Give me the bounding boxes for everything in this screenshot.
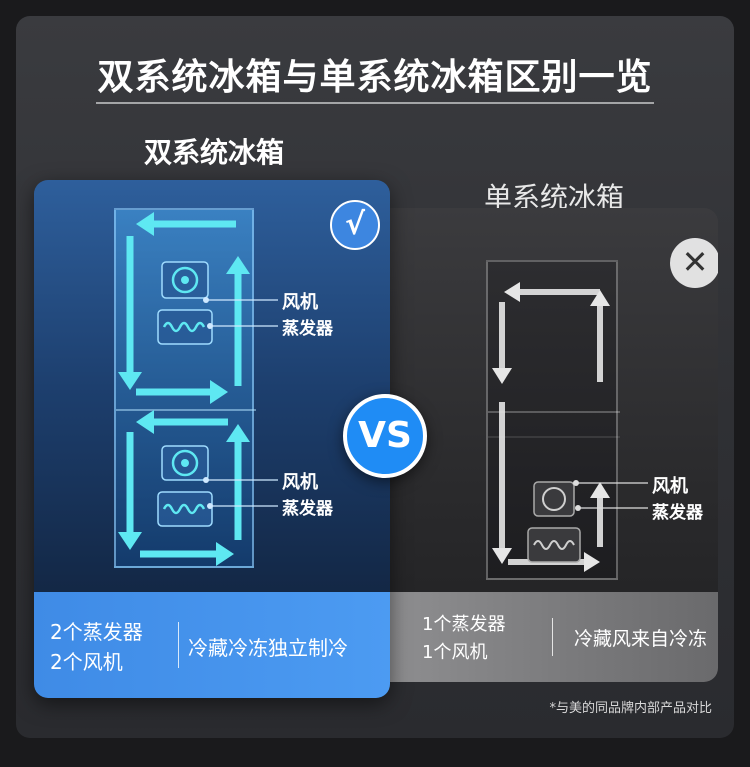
dual-spec-evaporator: 2个蒸发器 [50,620,143,644]
vs-badge: VS [343,394,427,478]
single-fan-label: 风机 [652,476,688,497]
dual-system-title: 双系统冰箱 [144,136,285,169]
single-fan-icon [533,481,575,517]
single-evaporator-icon [527,527,581,563]
x-icon: ✕ [670,238,718,288]
dual-leader-lines [203,297,278,509]
dual-spec-fan: 2个风机 [50,650,123,674]
dual-lower-evaporator-label: 蒸发器 [282,499,333,519]
single-system-panel: ✕ 风机 蒸发器 1个蒸发器 1个风机 冷藏风来自冷冻 [390,208,718,682]
dual-fridge-image [114,208,256,568]
single-spec-fan: 1个风机 [422,642,488,663]
single-spec-bar: 1个蒸发器 1个风机 冷藏风来自冷冻 [390,592,718,682]
title-divider [96,102,654,104]
dual-spec-divider [178,622,179,668]
dual-system-panel: √ 风机 蒸发器 风机 蒸发器 2个蒸发器 2个风机 冷藏冷冻独立制冷 [34,180,390,698]
single-fridge-drawing [488,282,620,572]
dual-feature: 冷藏冷冻独立制冷 [188,636,348,660]
single-spec-evaporator: 1个蒸发器 [422,614,506,635]
single-feature: 冷藏风来自冷冻 [574,628,708,650]
footnote: *与美的同品牌内部产品对比 [549,701,712,716]
dual-upper-fan-label: 风机 [282,292,318,313]
single-evaporator-label: 蒸发器 [652,503,703,523]
check-icon: √ [330,200,380,250]
dual-lower-fan-label: 风机 [282,472,318,493]
single-fridge-image [486,260,620,580]
dual-spec-bar: 2个蒸发器 2个风机 冷藏冷冻独立制冷 [34,592,390,698]
single-leader-lines [573,480,648,511]
page-title: 双系统冰箱与单系统冰箱区别一览 [97,57,653,98]
comparison-card: 双系统冰箱与单系统冰箱区别一览 双系统冰箱 单系统冰箱 [16,16,734,738]
dual-upper-evaporator-label: 蒸发器 [282,319,333,339]
dual-fridge-drawing [116,212,256,566]
dual-lower-evaporator-icon [157,491,213,527]
single-spec-divider [552,618,553,656]
